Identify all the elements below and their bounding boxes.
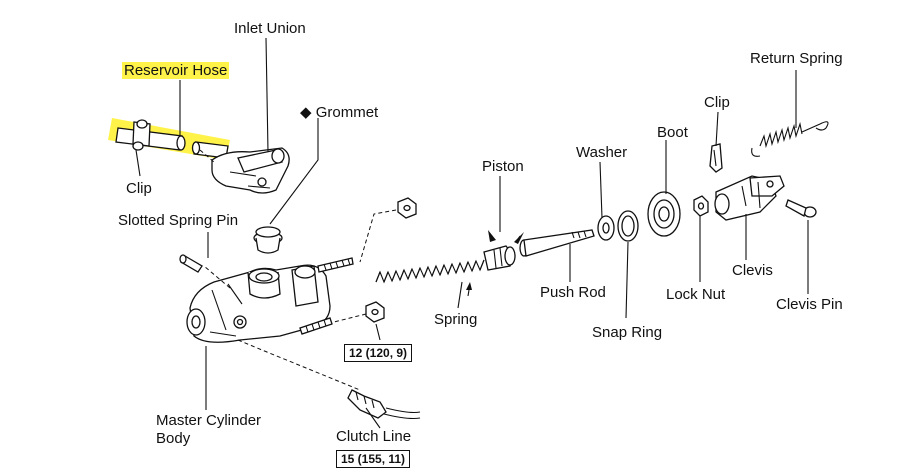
label-clutch-line: Clutch Line <box>336 428 412 445</box>
lock-nut-part <box>693 195 709 217</box>
label-washer: Washer <box>576 144 628 161</box>
inlet-union-part <box>211 147 290 194</box>
lower-nut-part <box>365 301 385 323</box>
hose-clip-part <box>132 119 151 151</box>
clip-right-part <box>709 143 723 173</box>
upper-nut-part <box>397 197 417 219</box>
lower-stud-part <box>299 317 333 335</box>
torque-spec-clutch-line: 15 (155, 11) <box>336 450 411 468</box>
leader-lines <box>135 37 809 429</box>
push-rod-part <box>519 229 595 257</box>
label-grommet-text: Grommet <box>315 104 379 121</box>
return-spring-part <box>751 121 829 157</box>
upper-stud-part <box>317 257 354 273</box>
label-clevis-pin: Clevis Pin <box>776 296 843 313</box>
grommet-part <box>253 226 283 254</box>
label-return-spring: Return Spring <box>750 50 843 67</box>
grommet-diamond-symbol: ◆ <box>300 104 312 121</box>
clevis-pin-part <box>785 199 817 218</box>
label-inlet-union: Inlet Union <box>234 20 306 37</box>
label-master-cylinder-body-2: Body <box>156 430 191 447</box>
label-master-cylinder-body-1: Master Cylinder <box>156 412 262 429</box>
label-snap-ring: Snap Ring <box>592 324 663 341</box>
label-boot: Boot <box>657 124 688 141</box>
clutch-line-part <box>347 389 421 420</box>
washer-part <box>597 215 615 241</box>
slotted-spring-pin-part <box>179 254 203 273</box>
clevis-part <box>714 175 785 221</box>
label-reservoir-hose-text: Reservoir Hose <box>122 62 230 79</box>
label-spring: Spring <box>434 311 478 328</box>
torque-spec-nut: 12 (120, 9) <box>344 344 413 362</box>
label-clip-right: Clip <box>704 94 730 111</box>
label-push-rod: Push Rod <box>540 284 606 301</box>
snap-ring-part <box>617 210 639 242</box>
boot-part <box>647 191 681 237</box>
label-reservoir-hose: Reservoir Hose <box>122 62 230 79</box>
label-grommet: ◆ Grommet <box>300 104 378 121</box>
label-lock-nut: Lock Nut <box>666 286 726 303</box>
label-clevis: Clevis <box>732 262 773 279</box>
spring-part <box>375 259 485 284</box>
label-clip-left: Clip <box>126 180 152 197</box>
label-slotted-spring-pin: Slotted Spring Pin <box>118 212 239 229</box>
piston-part <box>483 245 516 271</box>
master-cylinder-body-part <box>186 264 331 343</box>
label-piston: Piston <box>482 158 524 175</box>
